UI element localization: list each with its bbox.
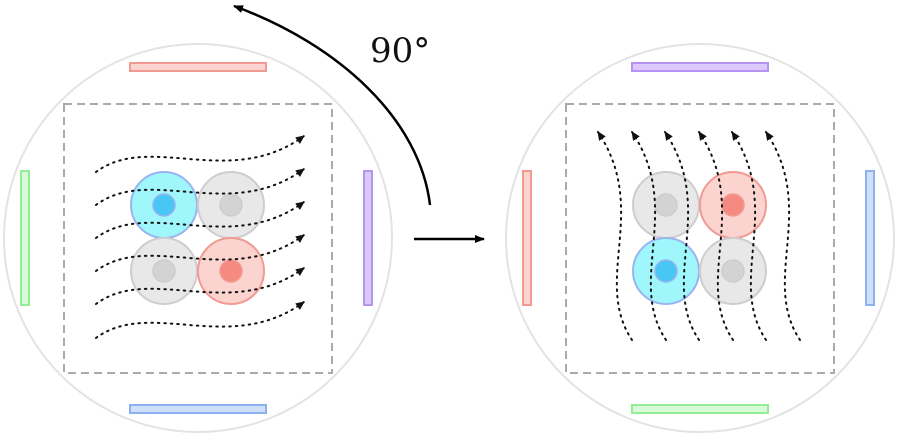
panel-before-rotation	[3, 43, 393, 433]
particle-core-red	[721, 193, 745, 217]
flow-streamline	[95, 168, 305, 206]
flow-streamline	[698, 131, 734, 341]
rotation-arrow	[233, 4, 432, 206]
particle-core-gray	[152, 259, 176, 283]
edge-bar-bottom	[631, 404, 769, 414]
particle-core-gray	[654, 193, 678, 217]
flow-streamline	[95, 267, 305, 305]
particle-core-cyan	[654, 259, 678, 283]
edge-bar-top	[129, 62, 267, 72]
edge-bar-bottom	[129, 404, 267, 414]
flow-streamline	[631, 131, 667, 341]
particle-core-cyan	[152, 193, 176, 217]
particle-core-gray	[721, 259, 745, 283]
rotation-label: 90°	[370, 31, 430, 71]
edge-bar-top	[631, 62, 769, 72]
flow-streamline	[95, 301, 305, 339]
panel-after-rotation	[505, 43, 895, 433]
edge-bar-right	[363, 170, 373, 306]
edge-bar-right	[865, 170, 875, 306]
flow-streamline	[95, 234, 305, 272]
dashed-boundary	[63, 103, 333, 374]
flow-streamline	[765, 131, 801, 341]
flow-streamline	[731, 131, 767, 341]
flow-streamline	[597, 131, 633, 341]
flow-streamline	[664, 131, 700, 341]
particle-core-red	[219, 259, 243, 283]
particle-core-gray	[219, 193, 243, 217]
edge-bar-left	[522, 170, 532, 306]
flow-streamline	[95, 201, 305, 239]
flow-streamline	[95, 135, 305, 173]
dashed-boundary	[565, 103, 835, 374]
edge-bar-left	[20, 170, 30, 306]
